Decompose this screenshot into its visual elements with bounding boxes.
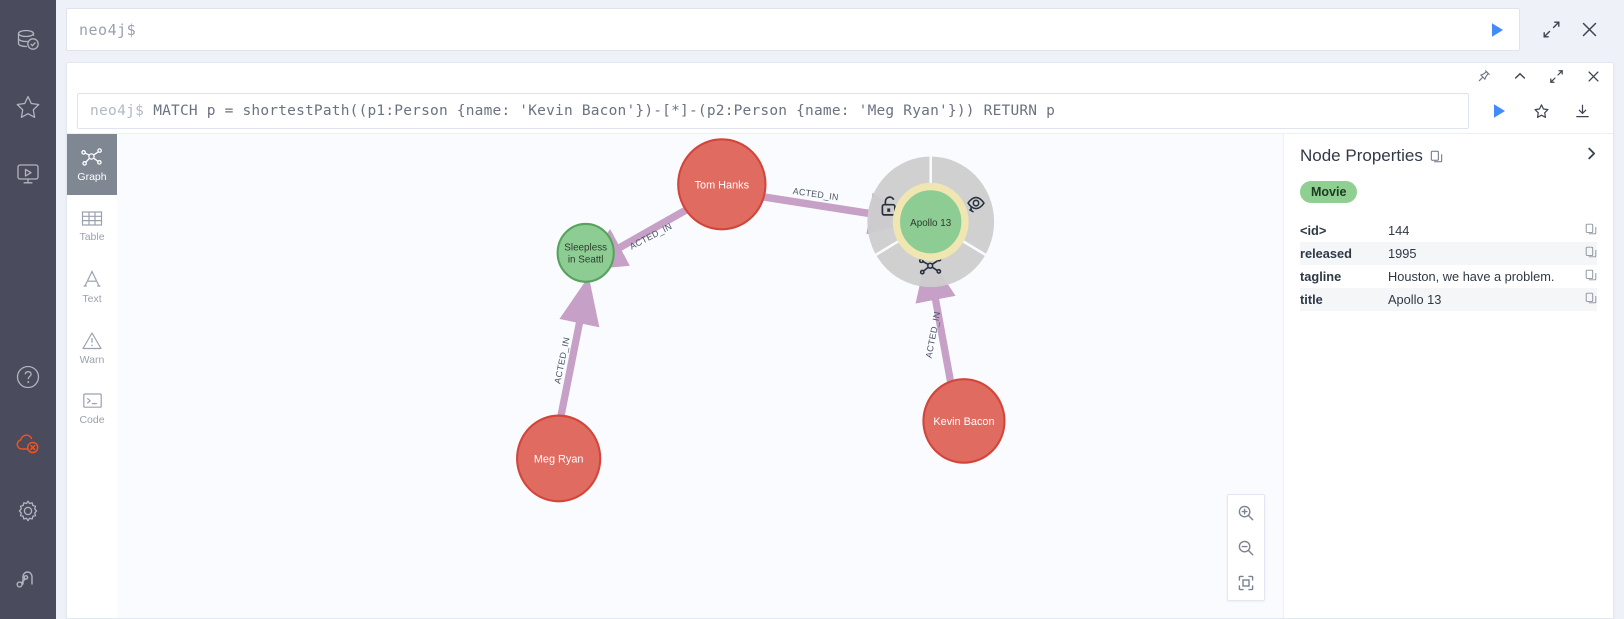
graph-svg: ACTED_IN ACTED_IN ACTED_IN <box>516 138 1006 503</box>
copy-icon[interactable] <box>1575 242 1597 265</box>
node-sleepless-in-seattle[interactable]: Sleepless in Seattl <box>556 222 615 283</box>
zoom-out-icon[interactable] <box>1228 530 1264 565</box>
table-row: <id> 144 <box>1300 219 1597 242</box>
property-value: Houston, we have a problem. <box>1388 269 1555 284</box>
properties-table: <id> 144 released 1995 <box>1300 219 1597 311</box>
zoom-in-icon[interactable] <box>1228 495 1264 530</box>
svg-text:Sleepless: Sleepless <box>564 243 607 254</box>
expand-icon[interactable] <box>1549 69 1564 84</box>
copy-icon[interactable] <box>1575 288 1597 311</box>
editor-prompt: neo4j$ <box>79 20 137 39</box>
tab-text[interactable]: Text <box>67 256 117 317</box>
close-editor-button[interactable] <box>1579 19 1600 40</box>
run-query-button[interactable] <box>1487 20 1507 40</box>
tab-text-label: Text <box>82 293 102 306</box>
left-sidebar <box>0 0 56 619</box>
project-files-icon[interactable] <box>0 140 56 207</box>
property-key: released <box>1300 246 1352 261</box>
property-key: tagline <box>1300 269 1342 284</box>
tab-table[interactable]: Table <box>67 195 117 256</box>
tab-warn-label: Warn <box>79 353 105 366</box>
main-area: neo4j$ <box>56 0 1624 619</box>
properties-header: Node Properties <box>1300 146 1597 166</box>
page-title: Node Properties <box>1300 146 1423 165</box>
node-properties-panel: Node Properties Movie <box>1283 134 1613 618</box>
relationship-acted-in-meg-sleepless[interactable]: ACTED_IN <box>552 276 600 429</box>
star-icon[interactable] <box>0 73 56 140</box>
zoom-controls <box>1227 494 1265 601</box>
node-meg-ryan[interactable]: Meg Ryan <box>516 414 602 503</box>
copy-icon[interactable] <box>1575 219 1597 242</box>
query-prompt: neo4j$ <box>90 103 145 119</box>
eye-hide-icon[interactable] <box>967 196 985 213</box>
cloud-error-icon[interactable] <box>0 410 56 477</box>
rerun-query-button[interactable] <box>1489 101 1509 121</box>
view-tabs: Graph Table Text <box>67 134 117 618</box>
copy-icon[interactable] <box>1575 265 1597 288</box>
tab-warn[interactable]: Warn <box>67 317 117 378</box>
top-editor-bar: neo4j$ <box>66 8 1614 51</box>
tab-graph-label: Graph <box>77 171 107 184</box>
table-row: title Apollo 13 <box>1300 288 1597 311</box>
property-value: 1995 <box>1388 246 1417 261</box>
chevron-up-icon[interactable] <box>1513 69 1527 83</box>
frame-header <box>67 63 1613 89</box>
copy-icon[interactable] <box>1430 150 1443 163</box>
svg-text:Meg Ryan: Meg Ryan <box>534 454 584 466</box>
sync-icon[interactable] <box>0 544 56 611</box>
close-icon[interactable] <box>1586 69 1601 84</box>
tab-graph[interactable]: Graph <box>67 134 117 195</box>
table-row: released 1995 <box>1300 242 1597 265</box>
pin-icon[interactable] <box>1477 69 1491 83</box>
node-tom-hanks[interactable]: Tom Hanks <box>677 138 767 231</box>
node-apollo-13[interactable]: Apollo 13 <box>892 182 969 261</box>
expand-editor-button[interactable] <box>1542 20 1561 39</box>
chevron-right-icon[interactable] <box>1584 146 1599 166</box>
gear-icon[interactable] <box>0 477 56 544</box>
svg-text:in Seattl: in Seattl <box>568 254 604 265</box>
tab-code-label: Code <box>79 414 105 427</box>
node-kevin-bacon[interactable]: Kevin Bacon <box>922 378 1006 464</box>
tab-code[interactable]: Code <box>67 378 117 439</box>
tab-table-label: Table <box>79 230 105 243</box>
zoom-fit-icon[interactable] <box>1228 565 1264 600</box>
property-value: Apollo 13 <box>1388 292 1442 307</box>
svg-text:Apollo 13: Apollo 13 <box>910 218 952 229</box>
property-key: <id> <box>1300 223 1327 238</box>
property-key: title <box>1300 292 1323 307</box>
node-label-badge[interactable]: Movie <box>1300 181 1358 203</box>
relationship-acted-in-kevin-apollo[interactable]: ACTED_IN <box>915 252 956 388</box>
result-frame: neo4j$ MATCH p = shortestPath((p1:Person… <box>66 62 1614 619</box>
svg-text:Kevin Bacon: Kevin Bacon <box>933 416 994 428</box>
frame-body: Graph Table Text <box>67 133 1613 618</box>
property-value: 144 <box>1388 223 1410 238</box>
cypher-editor[interactable]: neo4j$ <box>66 8 1520 51</box>
save-favorite-icon[interactable] <box>1533 103 1550 120</box>
database-icon[interactable] <box>0 6 56 73</box>
help-icon[interactable] <box>0 343 56 410</box>
query-display[interactable]: neo4j$ MATCH p = shortestPath((p1:Person… <box>77 93 1469 129</box>
table-row: tagline Houston, we have a problem. <box>1300 265 1597 288</box>
graph-canvas[interactable]: ACTED_IN ACTED_IN ACTED_IN <box>117 134 1283 618</box>
query-text: MATCH p = shortestPath((p1:Person {name:… <box>153 103 1056 119</box>
svg-text:Tom Hanks: Tom Hanks <box>695 179 750 191</box>
download-icon[interactable] <box>1574 103 1591 120</box>
frame-query-row: neo4j$ MATCH p = shortestPath((p1:Person… <box>67 89 1613 133</box>
